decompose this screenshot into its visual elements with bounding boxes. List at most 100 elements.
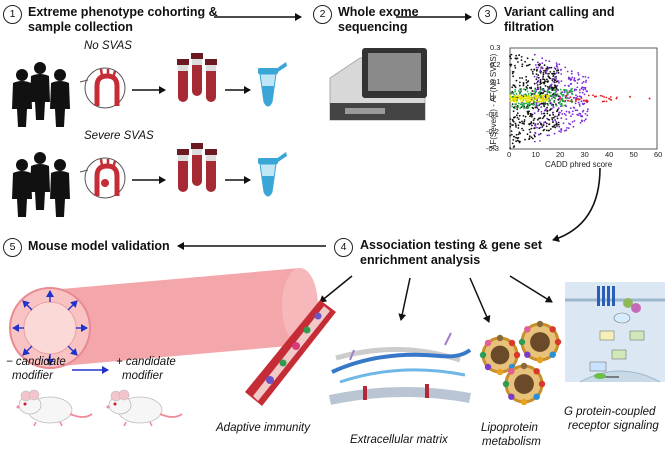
plot-point	[528, 128, 531, 131]
plot-point	[549, 71, 552, 73]
plot-point	[511, 98, 514, 101]
plot-point	[549, 101, 552, 104]
plot-point	[567, 78, 570, 80]
plot-point	[546, 112, 549, 115]
plot-point	[522, 83, 525, 85]
plot-point	[533, 82, 536, 85]
step-1-number: 1	[3, 5, 22, 24]
plot-point	[526, 88, 528, 90]
lipoprotein-illustration	[479, 320, 562, 406]
plot-point	[549, 87, 552, 90]
plot-point	[532, 122, 535, 125]
plot-point	[581, 82, 584, 84]
pathway-lipoprotein-line1: Lipoprotein	[481, 422, 538, 434]
plot-point	[509, 125, 512, 128]
plot-point	[546, 110, 549, 113]
apolipoprotein	[536, 320, 544, 328]
plot-point	[580, 100, 583, 103]
plot-point	[557, 123, 560, 126]
plot-point	[547, 88, 550, 91]
pathway-gpcr-line2: receptor signaling	[568, 420, 659, 432]
plot-point	[523, 88, 525, 91]
plot-point	[527, 100, 530, 103]
apolipoprotein	[533, 393, 540, 400]
plot-point	[550, 83, 553, 86]
plot-point	[536, 126, 538, 129]
plot-point	[586, 114, 589, 117]
plot-point	[521, 122, 524, 125]
plot-point	[517, 106, 519, 108]
plot-point	[576, 95, 579, 98]
plot-point	[547, 104, 550, 106]
plot-point	[512, 120, 515, 123]
plot-point	[555, 90, 558, 93]
plot-point	[540, 123, 543, 126]
plot-point	[523, 94, 526, 97]
plot-point	[556, 108, 559, 111]
plot-xtick-label: 40	[605, 150, 614, 159]
plot-point	[539, 86, 542, 88]
plot-point	[558, 125, 561, 128]
plot-point	[549, 91, 552, 94]
plot-point	[573, 120, 576, 122]
lipoprotein-core	[514, 374, 534, 394]
plot-point	[523, 97, 526, 100]
plot-point	[556, 125, 558, 127]
plot-point	[527, 64, 530, 67]
plot-point	[568, 97, 570, 100]
plot-point	[571, 110, 574, 113]
plot-point	[542, 92, 545, 94]
plot-point	[587, 108, 589, 111]
plot-point	[509, 99, 512, 102]
step-5-title-line1: Mouse model validation	[28, 239, 170, 253]
plot-point	[560, 80, 563, 82]
minus-modifier-line1: − candidate	[6, 356, 66, 368]
plot-point	[543, 64, 546, 67]
plot-point	[510, 92, 512, 94]
plot-point	[552, 78, 554, 81]
plus-modifier-line1: + candidate	[116, 356, 176, 368]
plot-point	[519, 81, 521, 84]
plot-point	[551, 97, 553, 100]
plot-point	[585, 79, 588, 82]
step-4-number: 4	[334, 238, 353, 257]
plot-point	[565, 89, 567, 92]
plot-point	[539, 69, 542, 71]
plot-point	[560, 98, 563, 101]
plot-point	[550, 94, 553, 97]
plot-point	[531, 115, 533, 118]
plot-point	[552, 111, 555, 114]
apolipoprotein	[508, 393, 515, 400]
plot-point	[547, 90, 550, 93]
variant-plot	[509, 47, 658, 150]
apolipoprotein	[533, 368, 540, 375]
plot-point	[528, 123, 530, 125]
plot-point	[569, 123, 572, 126]
plot-point	[556, 93, 559, 95]
plot-point	[526, 110, 529, 113]
plot-point	[575, 94, 577, 96]
plot-point	[556, 84, 559, 87]
plot-point	[534, 105, 537, 108]
apolipoprotein	[479, 351, 487, 359]
plot-point	[555, 80, 558, 83]
plot-xtick-label: 20	[556, 150, 565, 159]
plot-point	[521, 77, 524, 79]
plot-point	[544, 98, 546, 101]
plot-point	[545, 68, 548, 70]
plot-point	[561, 100, 564, 103]
step-3-number: 3	[478, 5, 497, 24]
plot-point	[515, 105, 517, 108]
plot-point	[601, 95, 604, 97]
plot-point	[546, 134, 549, 137]
arrow-to-adaptive	[319, 275, 353, 303]
plot-point	[537, 104, 540, 107]
plot-point	[545, 59, 547, 62]
plot-point	[544, 80, 546, 83]
plot-point	[521, 127, 523, 130]
plot-point	[518, 84, 521, 87]
plot-point	[516, 114, 518, 117]
plot-point	[510, 63, 513, 66]
plot-point	[561, 97, 563, 100]
apolipoprotein	[520, 362, 528, 370]
